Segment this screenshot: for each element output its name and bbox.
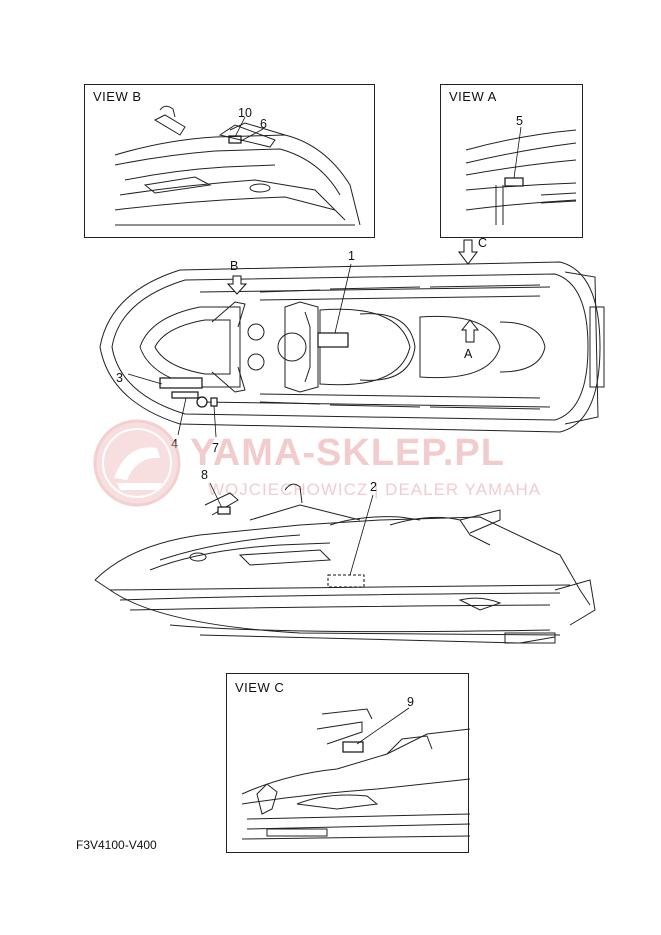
leader-8 [209,482,223,509]
callout-9: 9 [407,695,414,709]
view-a-title: VIEW A [449,89,497,104]
svg-text:B: B [230,259,238,273]
callout-10: 10 [238,106,252,120]
leader-7 [213,405,217,438]
view-a-panel: VIEW A 5 [440,84,583,238]
callout-6: 6 [260,117,267,131]
leader-4 [177,397,187,436]
diagram-code: F3V4100-V400 [76,838,157,852]
callout-7: 7 [212,441,219,455]
leader-9 [356,707,410,745]
view-c-arrow: C [458,236,487,265]
view-a-arrow: A [460,319,480,361]
side-view-drawing: 8 2 [94,468,596,644]
svg-text:C: C [478,236,487,250]
callout-5: 5 [516,114,523,128]
leader-6 [240,128,264,142]
view-b-title: VIEW B [93,89,142,104]
view-b-drawing: 10 6 [114,105,361,226]
callout-1: 1 [348,249,355,263]
svg-text:A: A [464,347,473,361]
watermark-logo-icon [93,419,181,507]
top-view-drawing: 1 3 4 7 B C A [99,236,605,455]
leader-2 [349,494,374,576]
leader-5 [513,126,522,179]
view-b-arrow: B [226,259,248,295]
watermark-main-text: YAMA-SKLEP.PL [190,432,505,474]
view-c-drawing: 9 [241,695,471,840]
view-a-drawing: 5 [465,114,577,225]
callout-3: 3 [116,371,123,385]
leader-3 [127,373,163,385]
callout-8: 8 [201,468,208,482]
view-c-panel: VIEW C 9 [226,673,471,853]
view-b-panel: VIEW B 10 6 [84,84,375,238]
leader-10 [234,116,246,138]
leader-1 [334,263,352,334]
callout-2: 2 [370,480,377,494]
view-c-title: VIEW C [235,680,285,695]
